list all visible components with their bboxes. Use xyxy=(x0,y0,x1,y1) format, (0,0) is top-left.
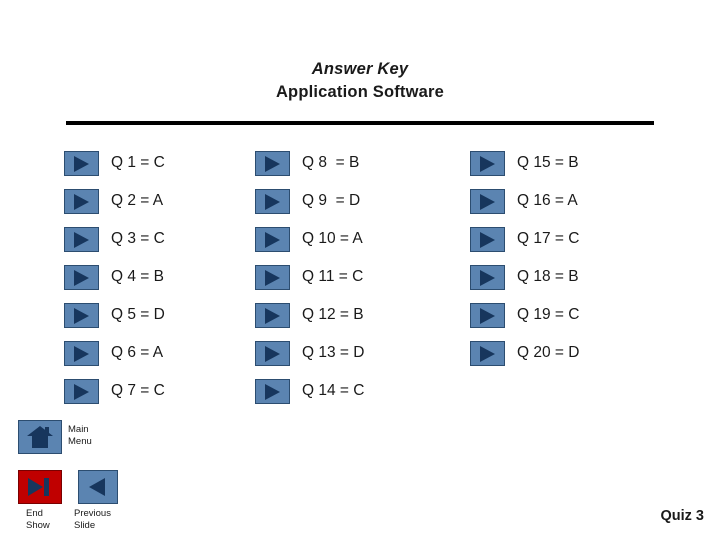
answer-row[interactable]: Q 14 = C xyxy=(255,372,364,410)
answer-column-3: Q 15 = B Q 16 = A Q 17 = C Q 18 = B Q 19… xyxy=(470,144,579,372)
play-arrow-icon xyxy=(470,226,505,252)
answer-label: Q 18 = B xyxy=(517,268,579,285)
answer-label: Q 7 = C xyxy=(111,382,165,399)
main-menu-caption-line-2: Menu xyxy=(68,436,92,447)
play-arrow-icon xyxy=(64,188,99,214)
answer-label: Q 13 = D xyxy=(302,344,365,361)
play-arrow-icon xyxy=(64,226,99,252)
play-arrow-icon xyxy=(255,378,290,404)
answer-label: Q 5 = D xyxy=(111,306,165,323)
answer-column-2: Q 8 = B Q 9 = D Q 10 = A Q 11 = C Q 12 =… xyxy=(255,144,364,410)
answer-row[interactable]: Q 9 = D xyxy=(255,182,364,220)
title-line-1: Answer Key xyxy=(311,60,409,78)
play-arrow-icon xyxy=(64,340,99,366)
answer-label: Q 4 = B xyxy=(111,268,164,285)
end-show-button[interactable] xyxy=(18,470,62,504)
answer-label: Q 6 = A xyxy=(111,344,164,361)
answer-label: Q 12 = B xyxy=(302,306,364,323)
play-arrow-icon xyxy=(255,188,290,214)
play-arrow-icon xyxy=(470,264,505,290)
answer-label: Q 3 = C xyxy=(111,230,165,247)
previous-slide-caption: Previous Slide xyxy=(74,508,111,532)
answer-row[interactable]: Q 4 = B xyxy=(64,258,165,296)
answer-label: Q 20 = D xyxy=(517,344,580,361)
play-arrow-icon xyxy=(255,264,290,290)
play-arrow-icon xyxy=(64,378,99,404)
answer-label: Q 9 = D xyxy=(302,192,361,209)
title-line-2: Application Software xyxy=(275,83,445,101)
answer-row[interactable]: Q 15 = B xyxy=(470,144,579,182)
play-arrow-icon xyxy=(255,340,290,366)
main-menu-button[interactable] xyxy=(18,420,62,454)
answer-label: Q 14 = C xyxy=(302,382,365,399)
answer-row[interactable]: Q 18 = B xyxy=(470,258,579,296)
answer-row[interactable]: Q 12 = B xyxy=(255,296,364,334)
answer-row[interactable]: Q 13 = D xyxy=(255,334,364,372)
play-arrow-icon xyxy=(470,188,505,214)
end-show-caption: End Show xyxy=(26,508,50,532)
slide-footer: Quiz 3 xyxy=(660,508,704,524)
play-arrow-icon xyxy=(470,302,505,328)
end-show-caption-line-2: Show xyxy=(26,520,50,531)
play-arrow-icon xyxy=(64,302,99,328)
answer-row[interactable]: Q 8 = B xyxy=(255,144,364,182)
answer-row[interactable]: Q 1 = C xyxy=(64,144,165,182)
title-divider xyxy=(66,121,654,125)
previous-slide-button[interactable] xyxy=(78,470,118,504)
main-menu-caption: Main Menu xyxy=(68,424,92,448)
previous-slide-caption-line-2: Slide xyxy=(74,520,96,531)
answer-row[interactable]: Q 5 = D xyxy=(64,296,165,334)
answer-row[interactable]: Q 11 = C xyxy=(255,258,364,296)
answer-label: Q 17 = C xyxy=(517,230,580,247)
answer-row[interactable]: Q 20 = D xyxy=(470,334,579,372)
play-arrow-icon xyxy=(255,226,290,252)
answer-row[interactable]: Q 2 = A xyxy=(64,182,165,220)
answer-label: Q 19 = C xyxy=(517,306,580,323)
answer-row[interactable]: Q 3 = C xyxy=(64,220,165,258)
play-arrow-icon xyxy=(470,340,505,366)
answer-row[interactable]: Q 10 = A xyxy=(255,220,364,258)
answer-label: Q 8 = B xyxy=(302,154,360,171)
play-arrow-icon xyxy=(64,150,99,176)
previous-slide-caption-line-1: Previous xyxy=(74,508,111,519)
answer-column-1: Q 1 = C Q 2 = A Q 3 = C Q 4 = B Q 5 = D … xyxy=(64,144,165,410)
answer-row[interactable]: Q 17 = C xyxy=(470,220,579,258)
play-arrow-icon xyxy=(255,302,290,328)
main-menu-caption-line-1: Main xyxy=(68,424,89,435)
answer-row[interactable]: Q 7 = C xyxy=(64,372,165,410)
answer-label: Q 2 = A xyxy=(111,192,164,209)
answer-label: Q 1 = C xyxy=(111,154,165,171)
play-arrow-icon xyxy=(64,264,99,290)
answer-label: Q 16 = A xyxy=(517,192,578,209)
answer-label: Q 15 = B xyxy=(517,154,579,171)
answer-label: Q 11 = C xyxy=(302,268,364,285)
page-title: Answer Key Application Software xyxy=(0,58,720,104)
answer-row[interactable]: Q 16 = A xyxy=(470,182,579,220)
end-show-caption-line-1: End xyxy=(26,508,43,519)
answer-row[interactable]: Q 19 = C xyxy=(470,296,579,334)
play-arrow-icon xyxy=(470,150,505,176)
answer-row[interactable]: Q 6 = A xyxy=(64,334,165,372)
answer-label: Q 10 = A xyxy=(302,230,363,247)
play-arrow-icon xyxy=(255,150,290,176)
